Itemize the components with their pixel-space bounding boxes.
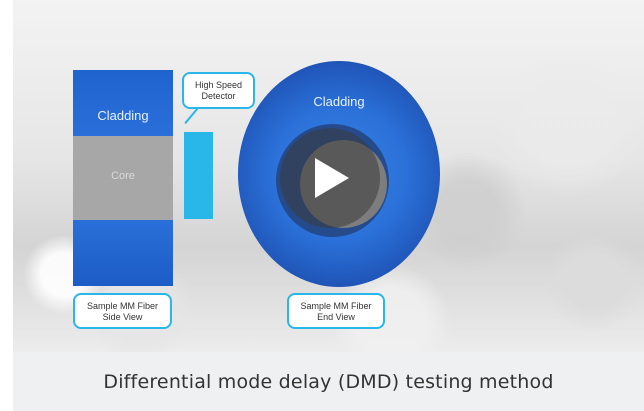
side-view-label-line2: Side View	[102, 312, 143, 322]
end-cladding-label: Cladding	[313, 94, 365, 109]
play-icon	[315, 158, 349, 198]
high-speed-detector	[184, 132, 213, 219]
detector-label-line2: Detector	[201, 91, 236, 101]
side-view-box: Sample MM Fiber Side View	[73, 293, 172, 329]
play-button[interactable]	[280, 128, 380, 228]
side-cladding-label: Cladding	[97, 108, 149, 123]
side-cladding-top	[73, 70, 173, 136]
detector-label-line1: High Speed	[194, 80, 243, 90]
detector-callout: High Speed Detector	[182, 72, 255, 109]
fiber-side-view	[73, 70, 173, 286]
side-core	[73, 136, 173, 220]
caption-bar: Differential mode delay (DMD) testing me…	[13, 352, 644, 411]
side-core-label: Core	[111, 170, 135, 182]
side-view-label-line1: Sample MM Fiber	[86, 301, 158, 311]
video-caption: Differential mode delay (DMD) testing me…	[103, 370, 554, 393]
end-view-box: Sample MM Fiber End View	[287, 293, 385, 329]
side-cladding-bottom	[73, 220, 173, 286]
end-view-label-line2: End View	[317, 312, 355, 322]
end-view-label-line1: Sample MM Fiber	[300, 301, 372, 311]
